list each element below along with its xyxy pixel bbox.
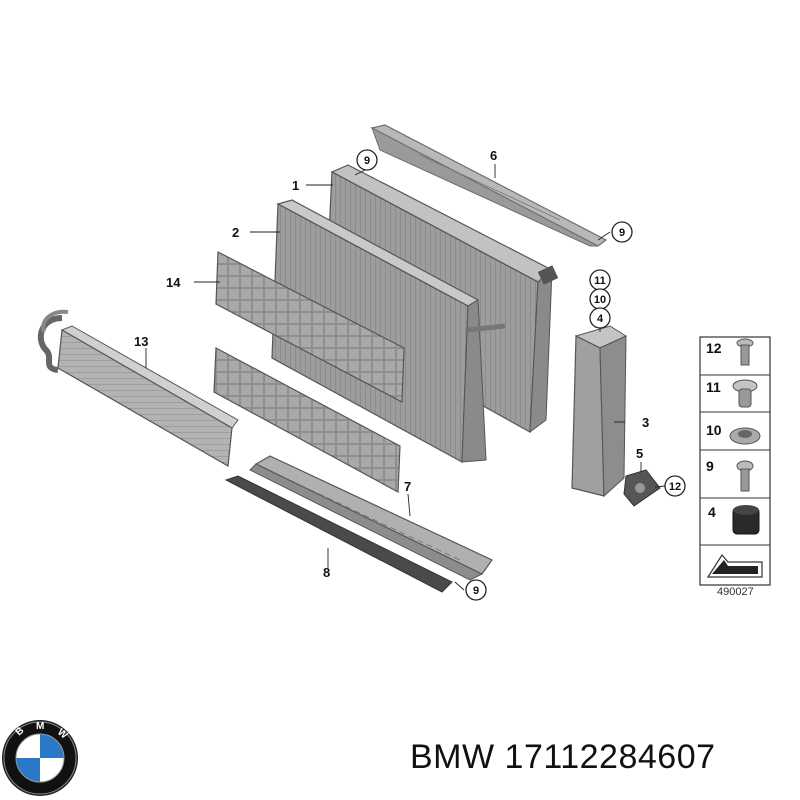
part-6-top-air-duct xyxy=(370,124,608,247)
callout-7: 7 xyxy=(404,479,411,494)
callout-3: 3 xyxy=(642,415,649,430)
circled-callout-9-bottom: 9 xyxy=(465,579,487,601)
legend-number-9: 9 xyxy=(706,458,714,474)
fastener-legend: 12 11 10 9 4 xyxy=(699,336,771,586)
callout-5: 5 xyxy=(636,446,643,461)
circled-callout-9-top: 9 xyxy=(356,149,378,171)
callout-6: 6 xyxy=(490,148,497,163)
callout-13: 13 xyxy=(134,334,148,349)
circled-callout-12: 12 xyxy=(664,475,686,497)
legend-number-4: 4 xyxy=(708,504,716,520)
lower-grille xyxy=(213,347,401,493)
svg-text:9: 9 xyxy=(473,585,479,597)
legend-number-12: 12 xyxy=(706,340,722,356)
part-8-seal-strip xyxy=(224,475,453,593)
callout-8: 8 xyxy=(323,565,330,580)
arrow-icon xyxy=(706,553,763,578)
grommet-nut-icon xyxy=(729,427,761,445)
callout-numbers: 1 2 14 13 6 3 5 7 8 xyxy=(134,148,649,580)
bmw-logo: B M W xyxy=(2,720,78,796)
callout-2: 2 xyxy=(232,225,239,240)
circled-callouts: 9 9 9 11 10 4 12 xyxy=(356,149,686,601)
svg-text:11: 11 xyxy=(594,275,606,287)
circled-callout-9-right: 9 xyxy=(611,221,633,243)
part-13-auxiliary-cooler xyxy=(37,309,239,467)
screw-icon xyxy=(736,338,754,366)
screw-icon xyxy=(736,460,754,492)
svg-text:9: 9 xyxy=(364,155,370,167)
callout-1: 1 xyxy=(292,178,299,193)
diagram-reference-number: 490027 xyxy=(717,586,754,598)
plug-clip-icon xyxy=(732,379,758,408)
svg-text:10: 10 xyxy=(594,294,606,306)
circled-callout-11: 11 xyxy=(589,269,611,291)
legend-number-10: 10 xyxy=(706,422,722,438)
circled-callout-4: 4 xyxy=(589,307,611,329)
circled-callout-10: 10 xyxy=(589,288,611,310)
part-title: BMW 17112284607 xyxy=(410,738,716,776)
part-7-lower-air-duct xyxy=(249,455,493,581)
svg-text:M: M xyxy=(36,721,44,732)
legend-number-11: 11 xyxy=(706,379,721,395)
part-5-mount xyxy=(623,469,661,507)
callout-14: 14 xyxy=(166,275,181,290)
rubber-mount-icon xyxy=(732,505,760,535)
svg-text:12: 12 xyxy=(669,481,681,493)
part-3-side-bracket xyxy=(571,325,628,498)
svg-text:4: 4 xyxy=(597,313,604,325)
part-14-upper-grille xyxy=(215,251,405,403)
svg-text:9: 9 xyxy=(619,227,625,239)
